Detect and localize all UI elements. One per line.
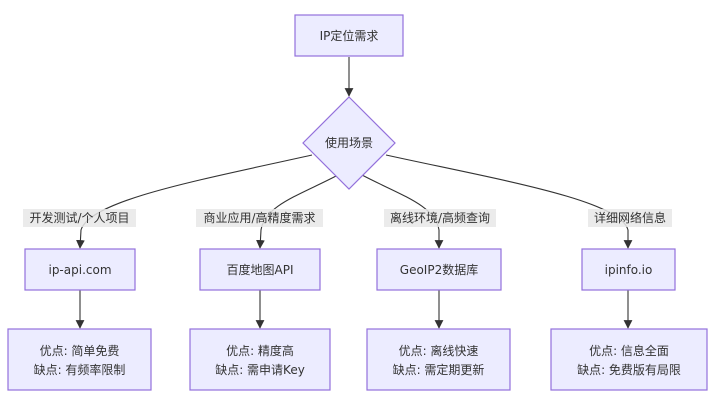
service-node-4: ipinfo.io	[581, 248, 676, 291]
edge-label-2: 商业应用/高精度需求	[196, 209, 323, 227]
notes-node-1-pros: 优点: 简单免费	[40, 343, 120, 358]
edge-label-3-bg	[384, 209, 496, 227]
root-node: IP定位需求	[294, 14, 404, 57]
decision-node-label: 使用场景	[325, 135, 373, 150]
notes-node-2-pros: 优点: 精度高	[226, 343, 294, 358]
notes-node-2-cons: 缺点: 需申请Key	[215, 362, 305, 377]
edge-decision-to-branch-2	[256, 174, 339, 249]
edge-decision-to-branch-3	[361, 174, 444, 249]
edge-label-4: 详细网络信息	[588, 209, 672, 227]
edge-label-3-text: 离线环境/高频查询	[390, 210, 490, 225]
edge-label-2-text: 商业应用/高精度需求	[203, 210, 315, 225]
decision-node: 使用场景	[302, 96, 396, 190]
notes-node-1-cons: 缺点: 有频率限制	[34, 362, 126, 377]
service-node-2: 百度地图API	[199, 248, 321, 291]
edge-decision-to-branch-4	[385, 154, 633, 249]
notes-node-4-cons: 缺点: 免费版有局限	[577, 362, 681, 377]
notes-node-3: 优点: 离线快速 缺点: 需定期更新	[366, 328, 511, 391]
service-node-3-label: GeoIP2数据库	[400, 262, 478, 277]
edge-label-1: 开发测试/个人项目	[23, 209, 136, 227]
edge-label-1-bg	[23, 209, 136, 227]
service-node-3: GeoIP2数据库	[376, 248, 502, 291]
notes-node-4: 优点: 信息全面 缺点: 免费版有局限	[550, 328, 708, 391]
notes-node-1: 优点: 简单免费 缺点: 有频率限制	[7, 328, 152, 391]
edge-decision-to-branch-1	[76, 154, 313, 249]
edges	[75, 57, 633, 329]
edge-label-3: 离线环境/高频查询	[384, 209, 496, 227]
service-node-4-label: ipinfo.io	[605, 263, 653, 277]
edge-labels: 开发测试/个人项目 商业应用/高精度需求 离线环境/高频查询 详细网络信息	[23, 209, 672, 227]
root-node-label: IP定位需求	[320, 28, 379, 43]
edge-label-4-text: 详细网络信息	[594, 210, 666, 225]
notes-node-3-cons: 缺点: 需定期更新	[393, 362, 485, 377]
service-node-1-label: ip-api.com	[48, 263, 111, 277]
edge-label-4-bg	[588, 209, 672, 227]
notes-node-4-pros: 优点: 信息全面	[589, 343, 669, 358]
notes-node-2: 优点: 精度高 缺点: 需申请Key	[189, 328, 331, 391]
service-node-2-label: 百度地图API	[227, 262, 294, 277]
notes-node-3-pros: 优点: 离线快速	[399, 343, 479, 358]
edge-label-1-text: 开发测试/个人项目	[29, 210, 129, 225]
edge-label-2-bg	[196, 209, 323, 227]
service-node-1: ip-api.com	[24, 248, 136, 291]
